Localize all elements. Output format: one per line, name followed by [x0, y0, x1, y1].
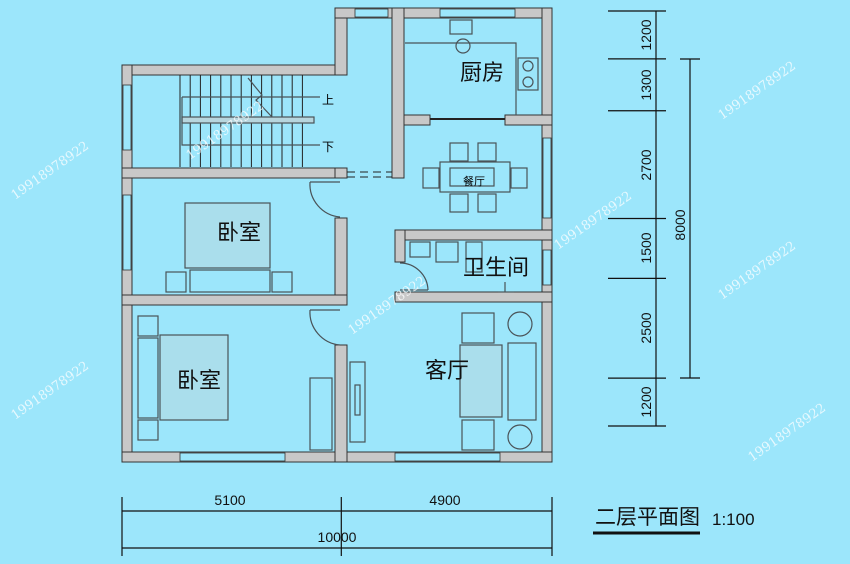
armchair — [461, 312, 495, 344]
windows — [122, 8, 552, 462]
dim-v-3: 2700 — [638, 149, 654, 180]
kitchen-fixtures — [405, 19, 539, 115]
bed-lower — [137, 315, 333, 451]
svg-text:19918978922: 19918978922 — [346, 274, 429, 338]
stair-arrow-down — [181, 97, 320, 146]
dim-h-2: 4900 — [429, 492, 460, 508]
dining-table — [422, 142, 528, 213]
dim-v-1: 1200 — [638, 19, 654, 50]
room-label-dining: 餐厅 — [463, 174, 485, 188]
dim-v-total: 8000 — [672, 209, 688, 240]
svg-text:19918978922: 19918978922 — [9, 359, 92, 423]
svg-text:19918978922: 19918978922 — [716, 239, 799, 303]
room-label-kitchen: 厨房 — [460, 61, 504, 86]
svg-text:19918978922: 19918978922 — [716, 59, 799, 123]
tv-cabinet — [349, 361, 366, 443]
bathroom-fixtures — [409, 241, 514, 293]
dim-v-6: 1200 — [638, 386, 654, 417]
dim-v-4: 1500 — [638, 232, 654, 263]
bed-upper — [165, 202, 293, 293]
armchair — [461, 419, 495, 451]
wardrobe — [309, 377, 333, 451]
vertical-dimension-chain: 1200 1300 2700 1500 2500 1200 8000 — [608, 10, 700, 427]
room-label-bedroom-upper: 卧室 — [217, 221, 261, 246]
svg-text:19918978922: 19918978922 — [746, 401, 829, 465]
drawing-title: 二层平面图 — [595, 505, 700, 529]
room-label-bedroom-lower: 卧室 — [177, 369, 221, 394]
horizontal-dimension-chain: 5100 4900 10000 — [121, 492, 553, 556]
svg-text:19918978922: 19918978922 — [9, 139, 92, 203]
room-label-living-room: 客厅 — [425, 359, 469, 384]
dim-h-total: 10000 — [318, 529, 357, 545]
dim-v-2: 1300 — [638, 69, 654, 100]
dim-v-5: 2500 — [638, 312, 654, 343]
stair-label-up: 上 — [322, 93, 334, 107]
room-label-bathroom: 卫生间 — [463, 256, 529, 281]
dim-h-1: 5100 — [214, 492, 245, 508]
living-room-furniture — [349, 311, 537, 451]
doors — [309, 181, 429, 346]
svg-text:19918978922: 19918978922 — [552, 189, 635, 253]
drawing-scale: 1:100 — [712, 510, 755, 529]
stair-label-down: 下 — [322, 140, 334, 154]
stair-break-line — [247, 77, 273, 118]
svg-text:19918978922: 19918978922 — [184, 99, 267, 163]
sofa — [507, 342, 537, 421]
coffee-table — [459, 344, 503, 418]
